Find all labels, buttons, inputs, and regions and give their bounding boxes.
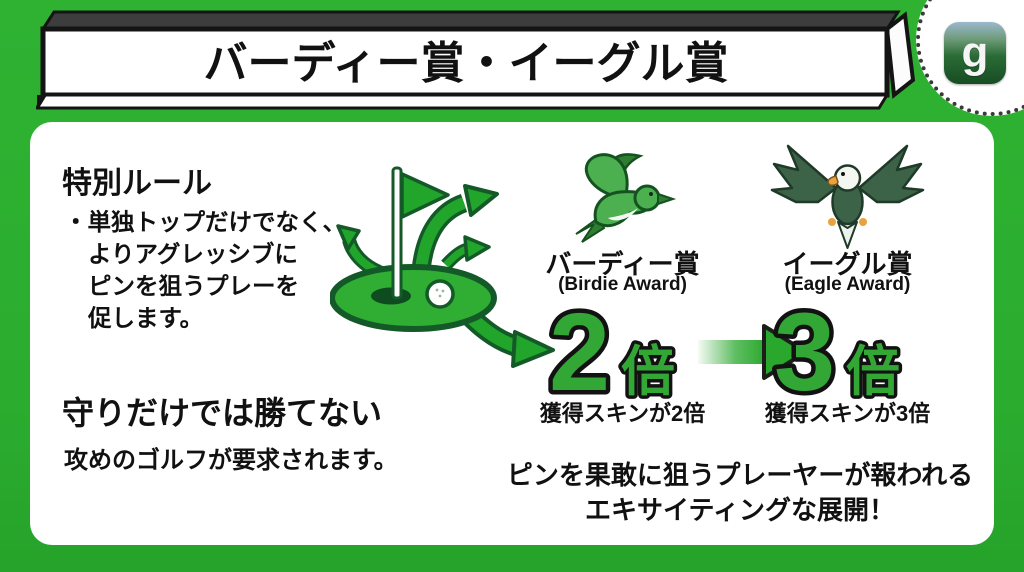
eagle-multiplier-unit: 倍 (846, 342, 900, 400)
birdie-award-title: バーディー賞 (545, 249, 700, 279)
statement-title: 守りだけでは勝てない (62, 395, 383, 431)
flag-pole (391, 166, 403, 300)
golf-ball-icon (425, 279, 455, 309)
eagle-icon (770, 144, 925, 249)
eagle-multiplier-number: 3 (774, 300, 835, 400)
transition-arrow-icon (698, 324, 808, 380)
eagle-award-description: 獲得スキンが3倍 (764, 401, 931, 426)
closing-message-line2: エキサイティングな展開！ (585, 495, 895, 525)
arrow-up-right-icon (411, 184, 499, 272)
birdie-award-subtitle: (Birdie Award) (558, 274, 687, 295)
special-rules-heading: 特別ルール (62, 167, 212, 200)
rules-line: ・単独トップだけでなく、 (64, 209, 346, 235)
putting-green (330, 264, 497, 332)
special-rules-text: ・単独トップだけでなく、 よりアグレッシブに ピンを狙うプレーを 促します。 (64, 206, 346, 334)
rules-line: 促します。 (88, 305, 204, 331)
eagle-award-title: イーグル賞 (782, 249, 913, 279)
content-card: 特別ルール ・単独トップだけでなく、 よりアグレッシブに ピンを狙うプレーを 促… (30, 122, 994, 545)
arrow-up-left-icon (336, 224, 387, 281)
golf-hole (371, 287, 411, 305)
closing-message: ピンを果敢に狙うプレーヤーが報われる エキサイティングな展開！ (470, 458, 1010, 528)
banner-side-face (884, 11, 916, 99)
app-icon-letter: g (961, 28, 989, 77)
banner-bottom-bevel (36, 93, 890, 110)
birdie-award-description: 獲得スキンが2倍 (539, 401, 706, 426)
birdie-multiplier-number: 2 (549, 300, 610, 400)
statement-body: 攻めのゴルフが要求されます。 (64, 447, 398, 474)
rules-line: よりアグレッシブに (88, 241, 298, 267)
closing-message-line1: ピンを果敢に狙うプレーヤーが報われる (506, 460, 974, 490)
eagle-award-subtitle: (Eagle Award) (784, 274, 911, 295)
banner-top-face (40, 10, 901, 31)
page-title: バーディー賞・イーグル賞 (204, 38, 729, 88)
title-banner: バーディー賞・イーグル賞 (36, 10, 916, 110)
eagle-award-section: イーグル賞 (Eagle Award) 3 倍 獲得スキンが3倍 (755, 122, 940, 545)
birdie-multiplier-unit: 倍 (621, 342, 675, 400)
golf-green-illustration (330, 166, 555, 368)
golf-app-icon: g (944, 22, 1006, 84)
banner-corner-shadow (37, 95, 47, 108)
arrow-right-icon (441, 235, 491, 270)
rules-line: ピンを狙うプレーを (88, 273, 300, 299)
eagle-multiplier: 3 倍 (772, 300, 904, 400)
bird-icon (575, 153, 677, 243)
birdie-multiplier: 2 倍 (547, 300, 679, 400)
flag-icon (400, 172, 450, 219)
birdie-award-section: バーディー賞 (Birdie Award) 2 倍 獲得スキンが2倍 (530, 122, 715, 545)
